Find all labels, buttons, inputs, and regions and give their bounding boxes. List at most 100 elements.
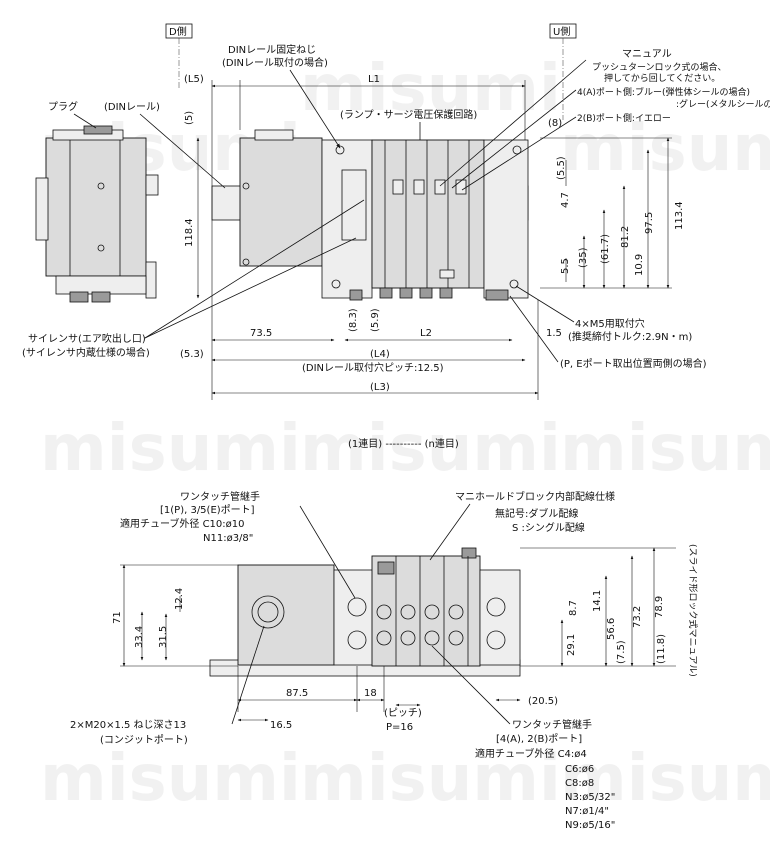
u-side-label: U側 xyxy=(553,25,570,38)
watermark-text: misumi xyxy=(300,742,561,816)
tube-n3: N3:ø5/32" xyxy=(565,792,615,803)
leader-line xyxy=(431,645,511,725)
leader-line xyxy=(451,89,577,189)
watermark: misumi misumi misumi misumi misumi misum… xyxy=(40,52,770,816)
pe-port-label: (P, Eポート取出位置両側の場合) xyxy=(560,357,707,370)
watermark-text: misumi xyxy=(300,412,561,486)
side-end-view xyxy=(35,125,159,303)
dim-7-5: (7.5) xyxy=(616,640,627,664)
leader-line xyxy=(461,116,577,191)
dim-87-5: 87.5 xyxy=(286,688,308,699)
watermark-text: misumi xyxy=(560,412,770,486)
manifold-top-view xyxy=(211,129,529,301)
watermark-text: misumi xyxy=(40,412,301,486)
wiring-box xyxy=(237,564,335,666)
din-pitch-label: (DINレール取付穴ピッチ:12.5) xyxy=(302,361,444,374)
mount-hole-label-2: (推奨締付トルク:2.9N・m) xyxy=(568,330,692,343)
silencer-label-2: (サイレンサ内蔵仕様の場合) xyxy=(22,346,150,359)
tube-od-label: 適用チューブ外径 C10:ø10 xyxy=(120,517,245,530)
plug-label: プラグ xyxy=(48,100,78,113)
port4-label: 4(A)ポート側:ブルー(弾性体シールの場合) xyxy=(577,86,750,98)
leader-line xyxy=(144,237,357,339)
end-plate-d xyxy=(239,137,323,267)
leader-line xyxy=(139,113,226,189)
leader-line xyxy=(509,295,559,363)
manual-note-1: プッシュターンロック式の場合、 xyxy=(592,61,727,73)
dim-5-5a: (5.5) xyxy=(556,156,567,180)
dim-18: 18 xyxy=(364,688,377,699)
dim-8-7: 8.7 xyxy=(568,600,579,616)
dim-71: 71 xyxy=(112,611,123,624)
dim-l5: (L5) xyxy=(184,74,204,85)
silencer-label: サイレンサ(エア吹出し口) xyxy=(28,332,146,345)
dim-5-5: 5.5 xyxy=(560,258,571,274)
dim-81-2: 81.2 xyxy=(620,226,631,248)
dim-12-4: 12.4 xyxy=(174,588,185,610)
dim-29-1: 29.1 xyxy=(566,634,577,656)
tube-c6: C6:ø6 xyxy=(565,764,594,775)
dim-l2: L2 xyxy=(420,328,432,339)
dim-20-5: (20.5) xyxy=(528,696,558,707)
watermark-text: misumi xyxy=(300,52,561,126)
conduit-port xyxy=(251,595,285,629)
leader-line xyxy=(299,505,356,599)
dim-l3: (L3) xyxy=(370,382,390,393)
dim-118-4: 118.4 xyxy=(184,218,195,247)
leader-line xyxy=(73,113,97,129)
wiring-single-label: S :シングル配線 xyxy=(512,521,585,534)
dim-8-3: (8.3) xyxy=(348,308,359,332)
din-rail-label: (DINレール) xyxy=(104,102,160,113)
mount-hole-label: 4×M5用取付穴 xyxy=(575,317,645,330)
pitch-value: P=16 xyxy=(386,722,413,733)
leader-line xyxy=(231,625,265,725)
manual-label: マニュアル xyxy=(622,49,672,60)
watermark-text: misumi xyxy=(560,112,770,186)
dim-33-4: 33.4 xyxy=(134,626,145,648)
tube-ab-label: 適用チューブ外径 C4:ø4 xyxy=(475,747,587,760)
port2-label: 2(B)ポート側:イエロー xyxy=(577,112,671,124)
dim-31-5: 31.5 xyxy=(158,626,169,648)
dim-5-9: (5.9) xyxy=(370,308,381,332)
dim-97-5: 97.5 xyxy=(644,212,655,234)
d-side-label: D側 xyxy=(169,25,187,38)
dim-73-5: 73.5 xyxy=(250,328,272,339)
dim-8: (8) xyxy=(548,118,562,129)
leader-line xyxy=(289,69,341,149)
wiring-double-label: 無記号:ダブル配線 xyxy=(495,507,578,520)
leader-line xyxy=(439,59,587,187)
dim-l4: (L4) xyxy=(370,349,390,360)
onetouch-ab-label: ワンタッチ管継手 xyxy=(512,718,592,731)
dim-35: (35) xyxy=(578,247,589,268)
tube-n11-label: N11:ø3/8" xyxy=(203,533,253,544)
dim-5: (5) xyxy=(184,111,195,125)
dim-10-9: 10.9 xyxy=(634,254,645,276)
onetouch-pe-label-2: [1(P), 3/5(E)ポート] xyxy=(160,504,255,516)
onetouch-ab-label-2: [4(A), 2(B)ポート] xyxy=(496,733,582,745)
dim-56-6: 56.6 xyxy=(606,618,617,640)
slide-lock-label: (スライド形ロック式マニュアル) xyxy=(687,544,699,677)
leader-line xyxy=(429,503,471,561)
manual-note-2: 押してから回してください。 xyxy=(604,72,720,84)
port4-label-2: :グレー(メタルシールの場合) xyxy=(676,98,770,110)
end-block-u xyxy=(483,139,529,299)
conduit-label: 2×M20×1.5 ねじ深さ13 xyxy=(70,719,186,731)
din-screw-label-2: (DINレール取付の場合) xyxy=(222,56,328,69)
plug-body xyxy=(83,125,113,135)
watermark-text: misumi xyxy=(560,742,770,816)
din-screw-label: DINレール固定ねじ xyxy=(228,43,316,56)
dim-73-2: 73.2 xyxy=(632,606,643,628)
dim-11-8: (11.8) xyxy=(656,634,667,664)
watermark-text: misumi xyxy=(40,742,301,816)
manifold-side-view xyxy=(209,547,521,677)
wiring-label: マニホールドブロック内部配線仕様 xyxy=(455,490,615,503)
conduit-label-2: (コンジットポート) xyxy=(100,734,188,746)
dim-78-9: 78.9 xyxy=(654,596,665,618)
onetouch-pe-label: ワンタッチ管継手 xyxy=(180,490,260,503)
tube-n9: N9:ø5/16" xyxy=(565,820,615,831)
tube-n7: N7:ø1/4" xyxy=(565,806,609,817)
pitch-label: (ピッチ) xyxy=(384,707,422,719)
station-label: (1連目) ---------- (n連目) xyxy=(348,437,459,450)
leader-line xyxy=(144,199,365,339)
dim-1-5: 1.5 xyxy=(546,328,562,339)
